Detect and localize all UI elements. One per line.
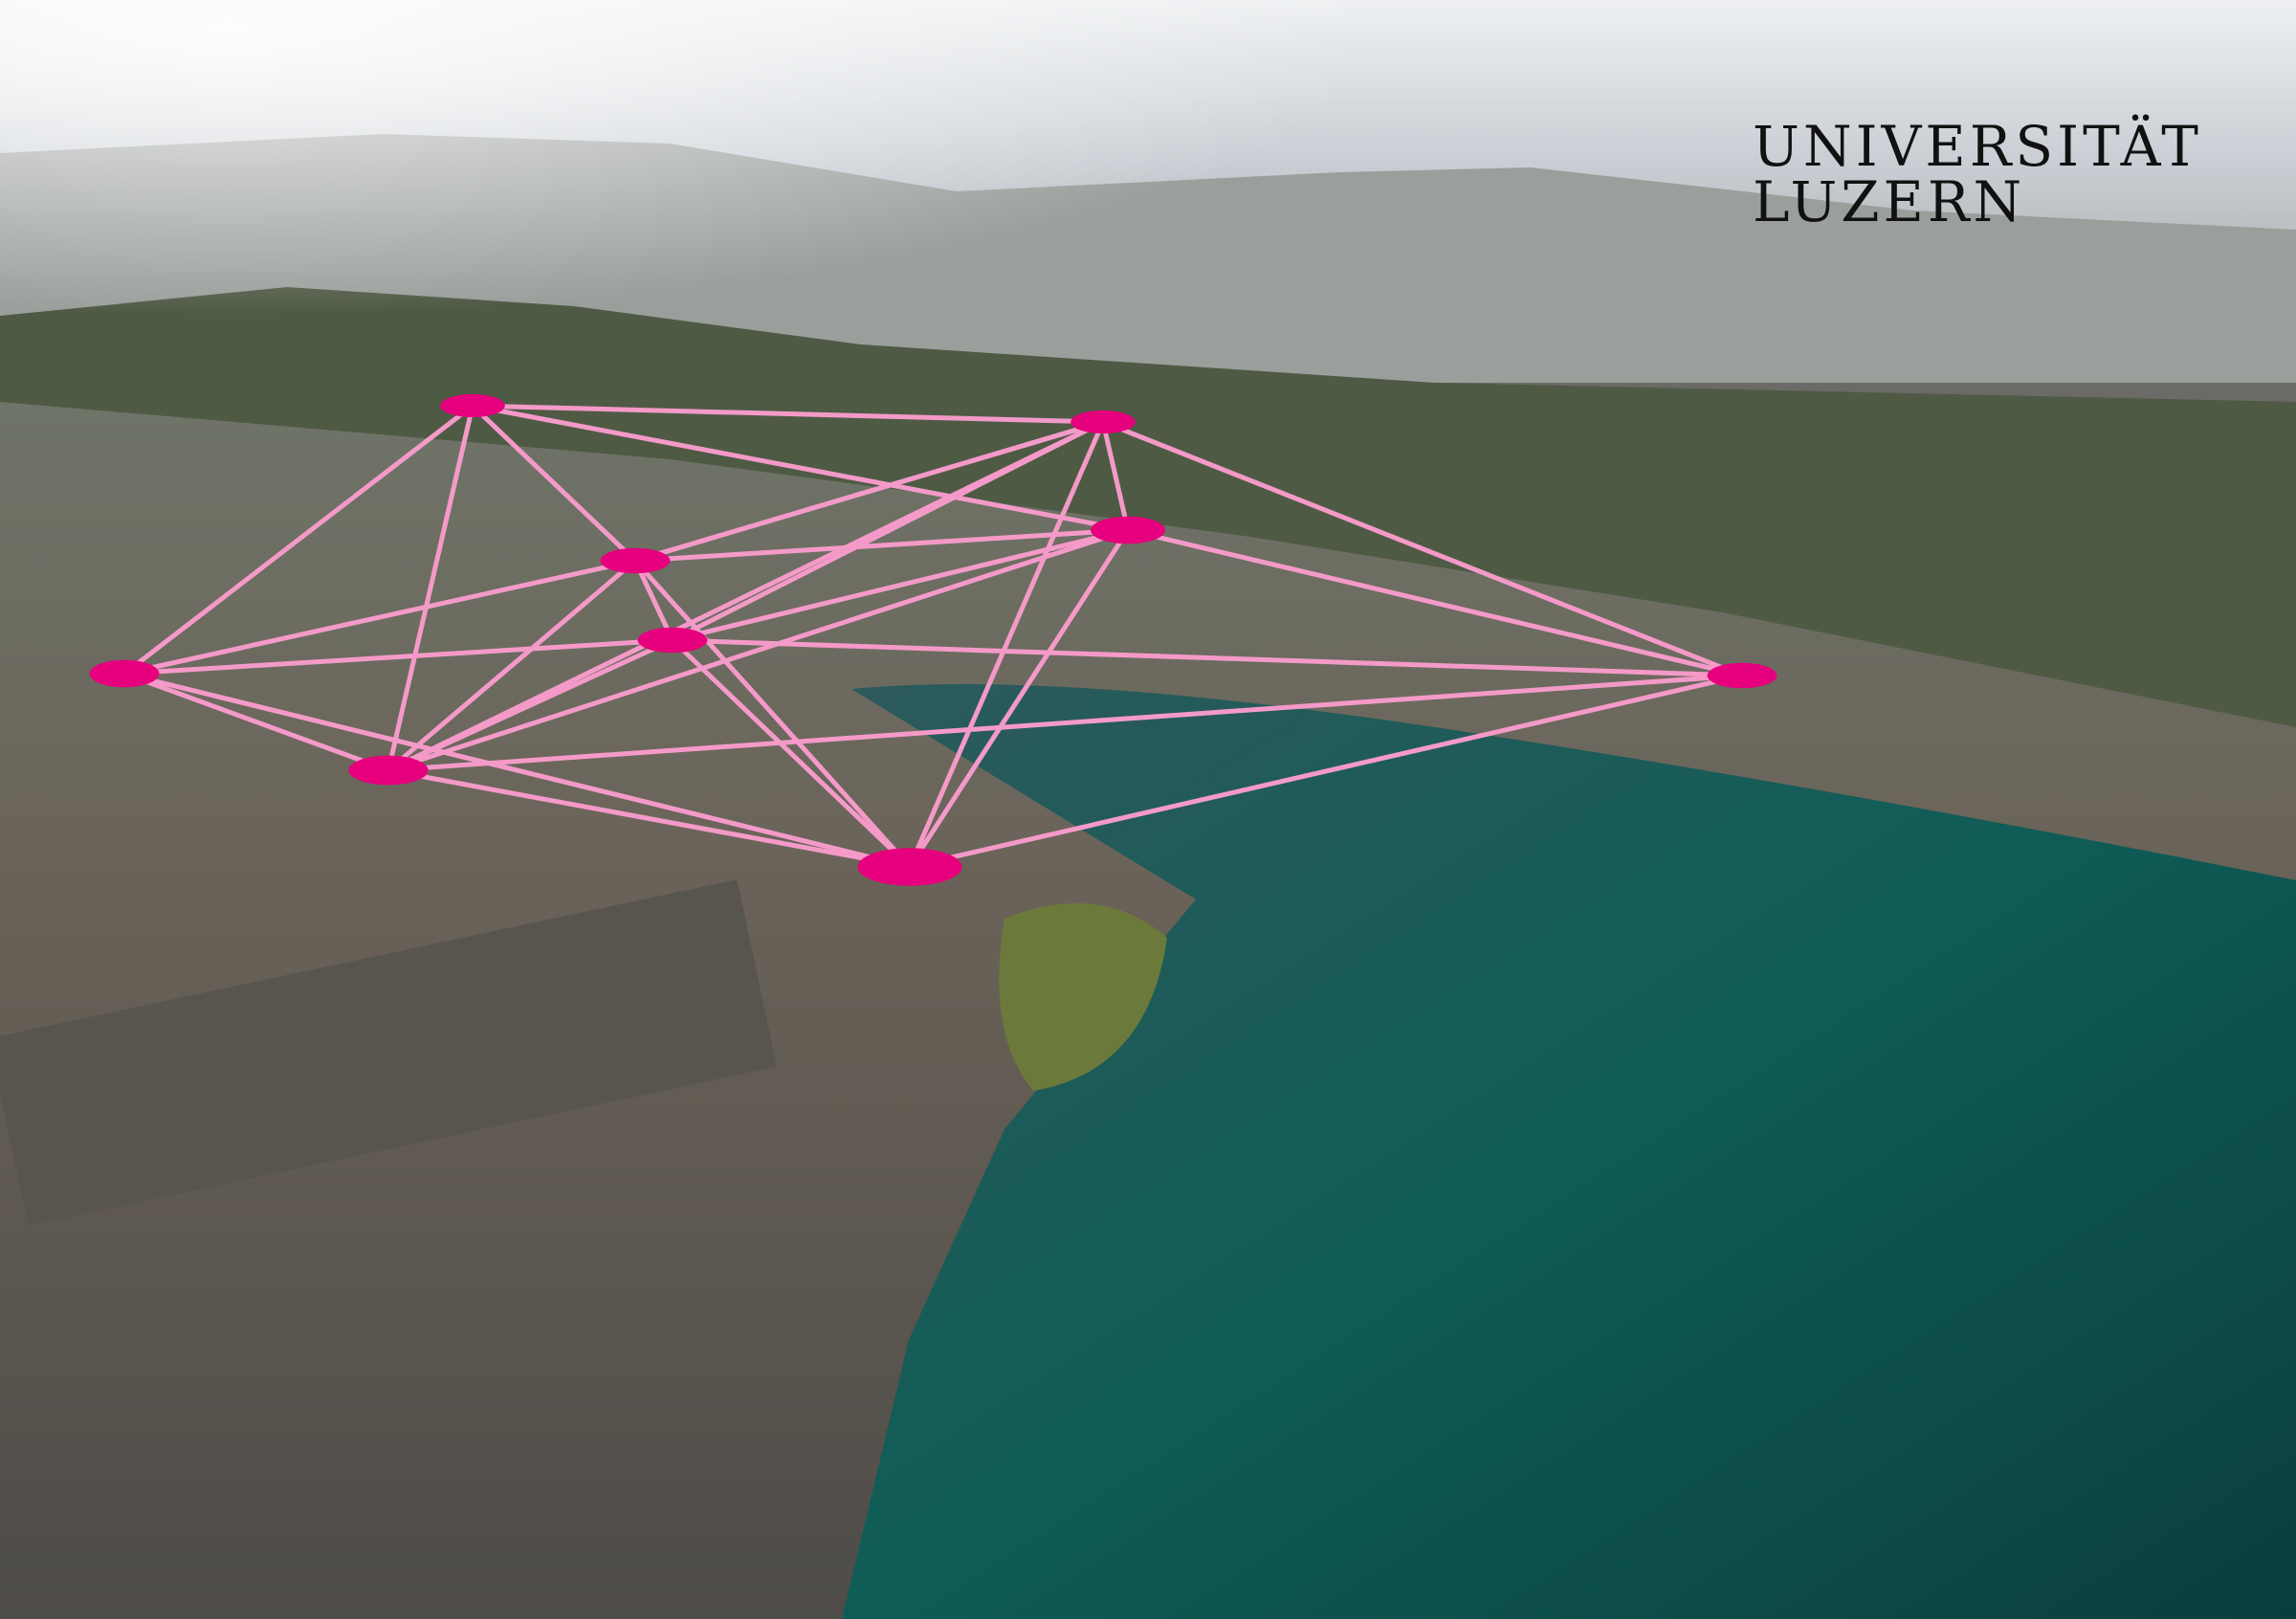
network-edge [672,637,1743,678]
lake [842,684,2296,1619]
network-edge [387,673,1743,773]
network-node [348,755,429,786]
network-edge [123,671,389,773]
network-edge [1127,527,1743,678]
network-node [1707,662,1777,689]
network-edge [634,419,1104,564]
network-edge [123,558,636,676]
logo-line-1: UNIVERSITÄT [1753,114,2202,179]
green-park [999,903,1167,1091]
network-edge [123,671,911,870]
network-edge [672,527,1129,643]
network-edge [632,559,675,642]
network-edge [633,559,912,869]
universitaet-luzern-logo: UNIVERSITÄT LUZERN [1753,119,2202,230]
haze [0,0,2296,574]
network-node [1071,410,1136,434]
network-node [637,627,708,654]
network-edge [122,404,475,676]
network-edge [472,403,1104,425]
network-edge [1100,421,1131,531]
network-edges [122,403,1743,870]
network-edge [387,527,1129,773]
network-edge [386,405,475,771]
network-node [1091,516,1165,544]
network-edge [671,638,912,869]
network-node [89,659,160,688]
network-edge [471,404,637,563]
network-edge [386,419,1105,773]
network-edge [472,403,1129,533]
network-node [857,848,962,886]
city [0,402,2296,1619]
network-nodes [89,393,1777,886]
network-edge [123,637,673,676]
network-node [440,393,505,418]
railway-yard [0,879,778,1226]
logo-line-2: LUZERN [1753,169,2026,234]
network-node [600,547,671,574]
network-edge [1102,419,1743,678]
network-edge [386,559,637,772]
network-edge [909,673,1743,870]
network-edge [907,421,1106,868]
network-edge [907,528,1131,869]
network-edge [387,767,911,870]
network-edge [634,527,1129,564]
